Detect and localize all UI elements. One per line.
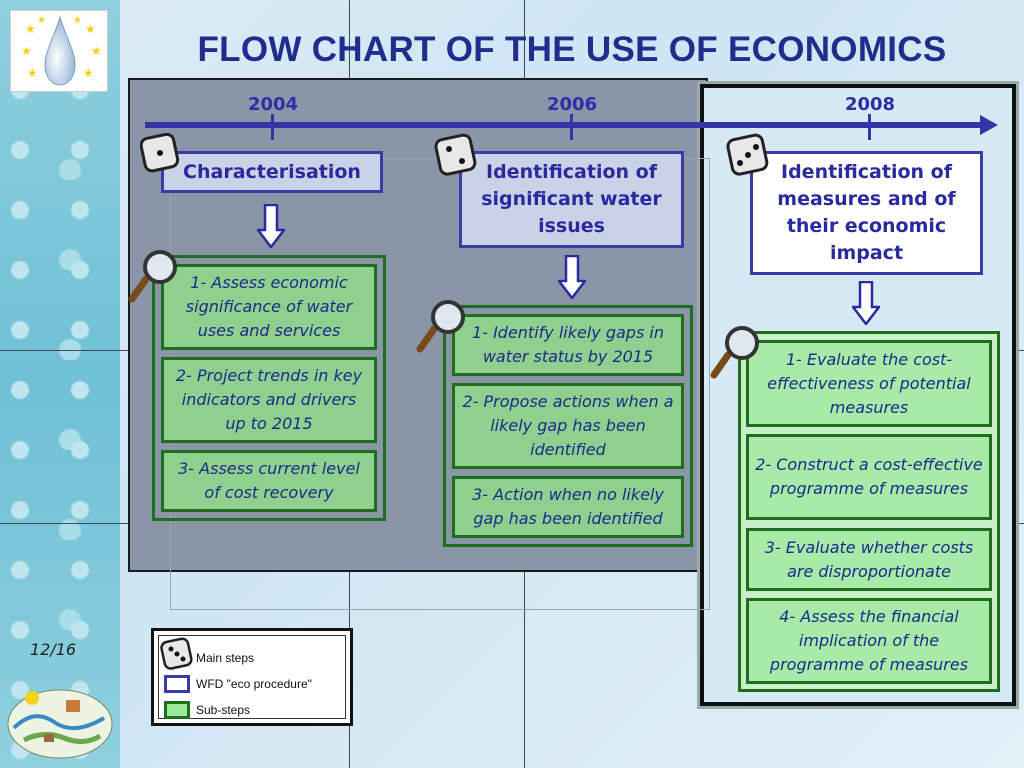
- down-arrow-icon: [556, 254, 588, 301]
- river-basin-illustration: [4, 678, 116, 762]
- dice-icon: [140, 133, 180, 173]
- svg-text:★: ★: [73, 15, 82, 26]
- substep-group-significant-issues: [443, 305, 693, 547]
- year-2008: 2008: [844, 94, 896, 115]
- legend: Main steps WFD "eco procedure" Sub-steps: [151, 628, 353, 726]
- legend-wfd-label: WFD "eco procedure": [196, 677, 312, 691]
- dice-icon: [726, 133, 770, 177]
- main-step-characterisation: Characterisation: [161, 151, 383, 193]
- substep-3-1: 1- Evaluate the cost-effectiveness of po…: [746, 340, 992, 427]
- timeline-tick-2008: [868, 114, 871, 140]
- magnifier-icon: [708, 323, 764, 381]
- substep-3-3: 3- Evaluate whether costs are disproport…: [746, 528, 992, 591]
- substep-1-2: 2- Project trends in key indicators and …: [161, 357, 377, 443]
- decorative-side-strip: [0, 0, 120, 768]
- legend-main-steps-label: Main steps: [196, 651, 255, 665]
- eu-water-logo: ★★ ★★ ★★ ★★: [10, 10, 108, 92]
- svg-text:★: ★: [85, 22, 96, 36]
- magnifier-icon: [414, 297, 470, 355]
- svg-text:★: ★: [21, 44, 32, 58]
- main-step-significant-issues: Identification of significant water issu…: [459, 151, 684, 248]
- dice-icon: [434, 133, 478, 177]
- year-2004: 2004: [247, 94, 299, 115]
- page-number: 12/16: [30, 640, 77, 659]
- svg-text:★: ★: [27, 66, 38, 80]
- timeline-tick-2004: [271, 114, 274, 140]
- substep-3-4: 4- Assess the financial implication of t…: [746, 598, 992, 684]
- legend-dice-icon: [160, 637, 194, 671]
- substep-3-2: 2- Construct a cost-effective programme …: [746, 434, 992, 520]
- year-2006: 2006: [546, 94, 598, 115]
- substep-1-1: 1- Assess economic significance of water…: [161, 264, 377, 350]
- legend-substeps-label: Sub-steps: [196, 703, 251, 717]
- substep-2-3: 3- Action when no likely gap has been id…: [452, 476, 684, 538]
- substep-group-characterisation: [152, 255, 386, 521]
- magnifier-icon: [126, 247, 182, 305]
- timeline-arrow: [145, 122, 983, 128]
- down-arrow-icon: [255, 203, 287, 250]
- down-arrow-icon: [850, 280, 882, 327]
- svg-text:★: ★: [91, 44, 102, 58]
- timeline-arrowhead: [980, 115, 998, 135]
- legend-frame: [158, 635, 346, 719]
- legend-substeps-swatch: [164, 701, 190, 719]
- substep-2-1: 1- Identify likely gaps in water status …: [452, 314, 684, 376]
- svg-text:★: ★: [83, 66, 94, 80]
- legend-wfd-swatch: [164, 675, 190, 693]
- substep-2-2: 2- Propose actions when a likely gap has…: [452, 383, 684, 469]
- main-step-measures: Identification of measures and of their …: [750, 151, 983, 275]
- water-drop-icon: ★★ ★★ ★★ ★★: [21, 15, 102, 86]
- svg-text:★: ★: [25, 22, 36, 36]
- substep-1-3: 3- Assess current level of cost recovery: [161, 450, 377, 512]
- page-title: FLOW CHART OF THE USE OF ECONOMICS: [197, 30, 947, 69]
- timeline-tick-2006: [570, 114, 573, 140]
- svg-text:★: ★: [37, 15, 46, 26]
